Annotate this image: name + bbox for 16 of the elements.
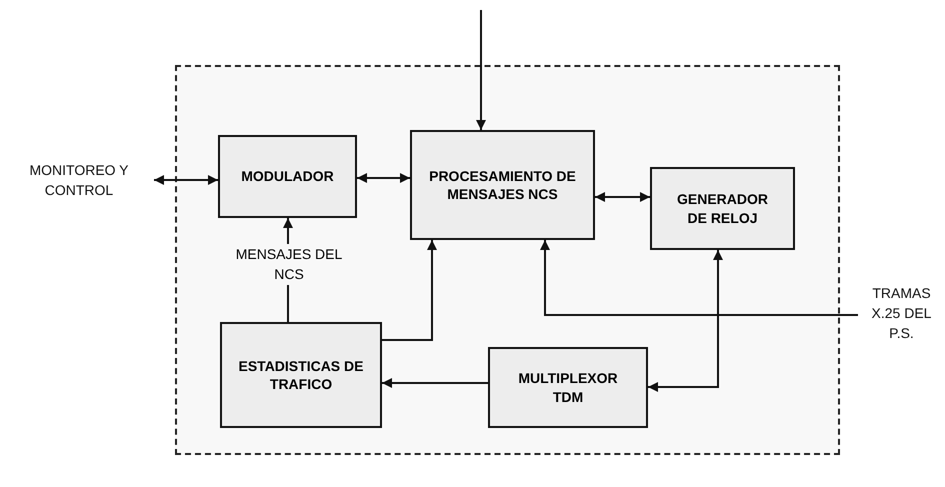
process-box: GENERADOR DE RELOJ: [650, 167, 795, 250]
arrow: [540, 240, 858, 316]
arrow: [154, 175, 218, 185]
process-box: MODULADOR: [218, 135, 357, 218]
arrow: [382, 240, 437, 341]
io-label: TRAMAS X.25 DEL P.S.: [858, 280, 945, 346]
arrow: [382, 378, 488, 388]
arrow: [357, 173, 410, 183]
process-box: ESTADISTICAS DE TRAFICO: [220, 322, 382, 428]
process-box: PROCESAMIENTO DE MENSAJES NCS: [410, 130, 595, 240]
arrow: [648, 250, 723, 392]
arrow: [595, 192, 650, 202]
dashed-boundary: [175, 65, 840, 455]
io-label: MONITOREO Y CONTROL: [4, 158, 154, 202]
process-box: MULTIPLEXOR TDM: [488, 347, 648, 428]
arrow: [476, 10, 486, 130]
